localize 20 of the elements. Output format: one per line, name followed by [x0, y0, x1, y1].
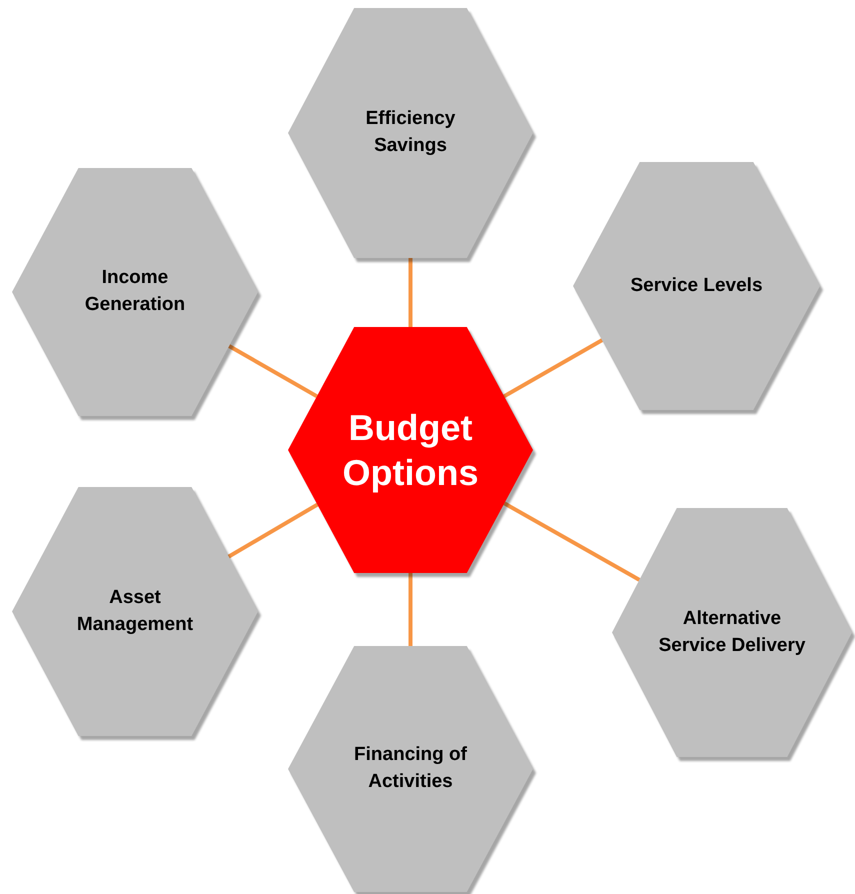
hexagon-node: [573, 162, 820, 410]
hexagon-node: [288, 8, 533, 258]
node-label: Budget Options: [342, 406, 480, 495]
node-label: Asset Management: [76, 586, 194, 636]
connector-line: [228, 502, 318, 558]
hexagon-node: [12, 168, 258, 416]
connector-line: [503, 502, 640, 582]
hexagon-node: [288, 327, 533, 573]
hexagon-node: [288, 646, 533, 892]
node-label: Financing of Activities: [353, 743, 468, 794]
node-label: Service Levels: [630, 274, 763, 298]
connector-line: [228, 344, 318, 398]
connector-line: [408, 258, 412, 327]
hexagon-node: [12, 487, 258, 736]
node-label: Income Generation: [84, 266, 186, 317]
node-label: Efficiency Savings: [364, 107, 456, 158]
connector-line: [408, 573, 412, 646]
node-label: Alternative Service Delivery: [658, 606, 806, 658]
hexagon-node: [612, 508, 852, 757]
connector-line: [503, 338, 604, 398]
